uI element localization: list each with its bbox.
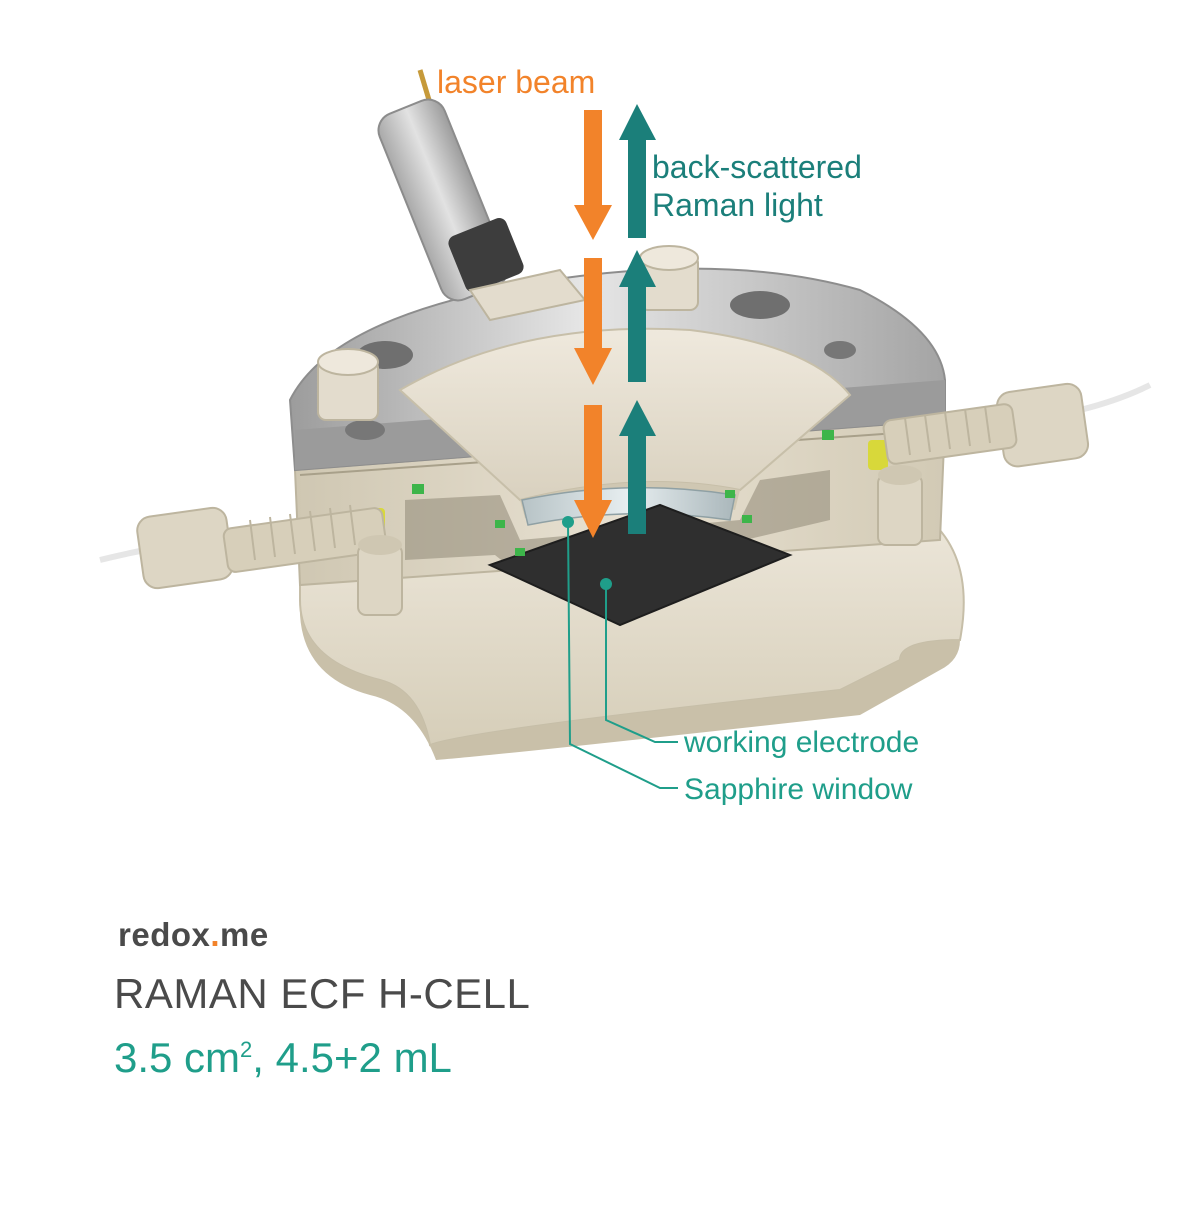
brand-logo: redox.me: [118, 918, 269, 951]
laser-beam-label: laser beam: [437, 64, 596, 100]
product-spec: 3.5 cm2, 4.5+2 mL: [114, 1037, 452, 1079]
left-fitting: [99, 504, 388, 590]
callout-lines: [562, 516, 678, 789]
raman-probe: [377, 69, 587, 322]
back-scattered-line-1: back-scattered: [652, 149, 862, 185]
right-fitting: [882, 382, 1152, 468]
working-electrode-label: working electrode: [684, 726, 920, 759]
screw-posts: [317, 245, 923, 616]
laser-beam-arrows: [574, 110, 612, 538]
sapphire-window-label: Sapphire window: [684, 773, 913, 806]
base-plate: [299, 518, 965, 760]
spec-area: 3.5 cm: [114, 1034, 241, 1081]
product-title: RAMAN ECF H-CELL: [114, 970, 531, 1017]
back-scattered-line-2: Raman light: [652, 187, 823, 223]
brand-part-2: me: [220, 916, 269, 953]
back-scattered-label: back-scattered Raman light: [652, 148, 952, 224]
brand-part-1: redox: [118, 916, 211, 953]
spec-volume: , 4.5+2 mL: [252, 1034, 452, 1081]
spec-area-exponent: 2: [240, 1037, 253, 1062]
working-electrode: [487, 503, 793, 627]
brand-dot: .: [210, 916, 221, 953]
raman-light-arrows: [619, 104, 656, 534]
